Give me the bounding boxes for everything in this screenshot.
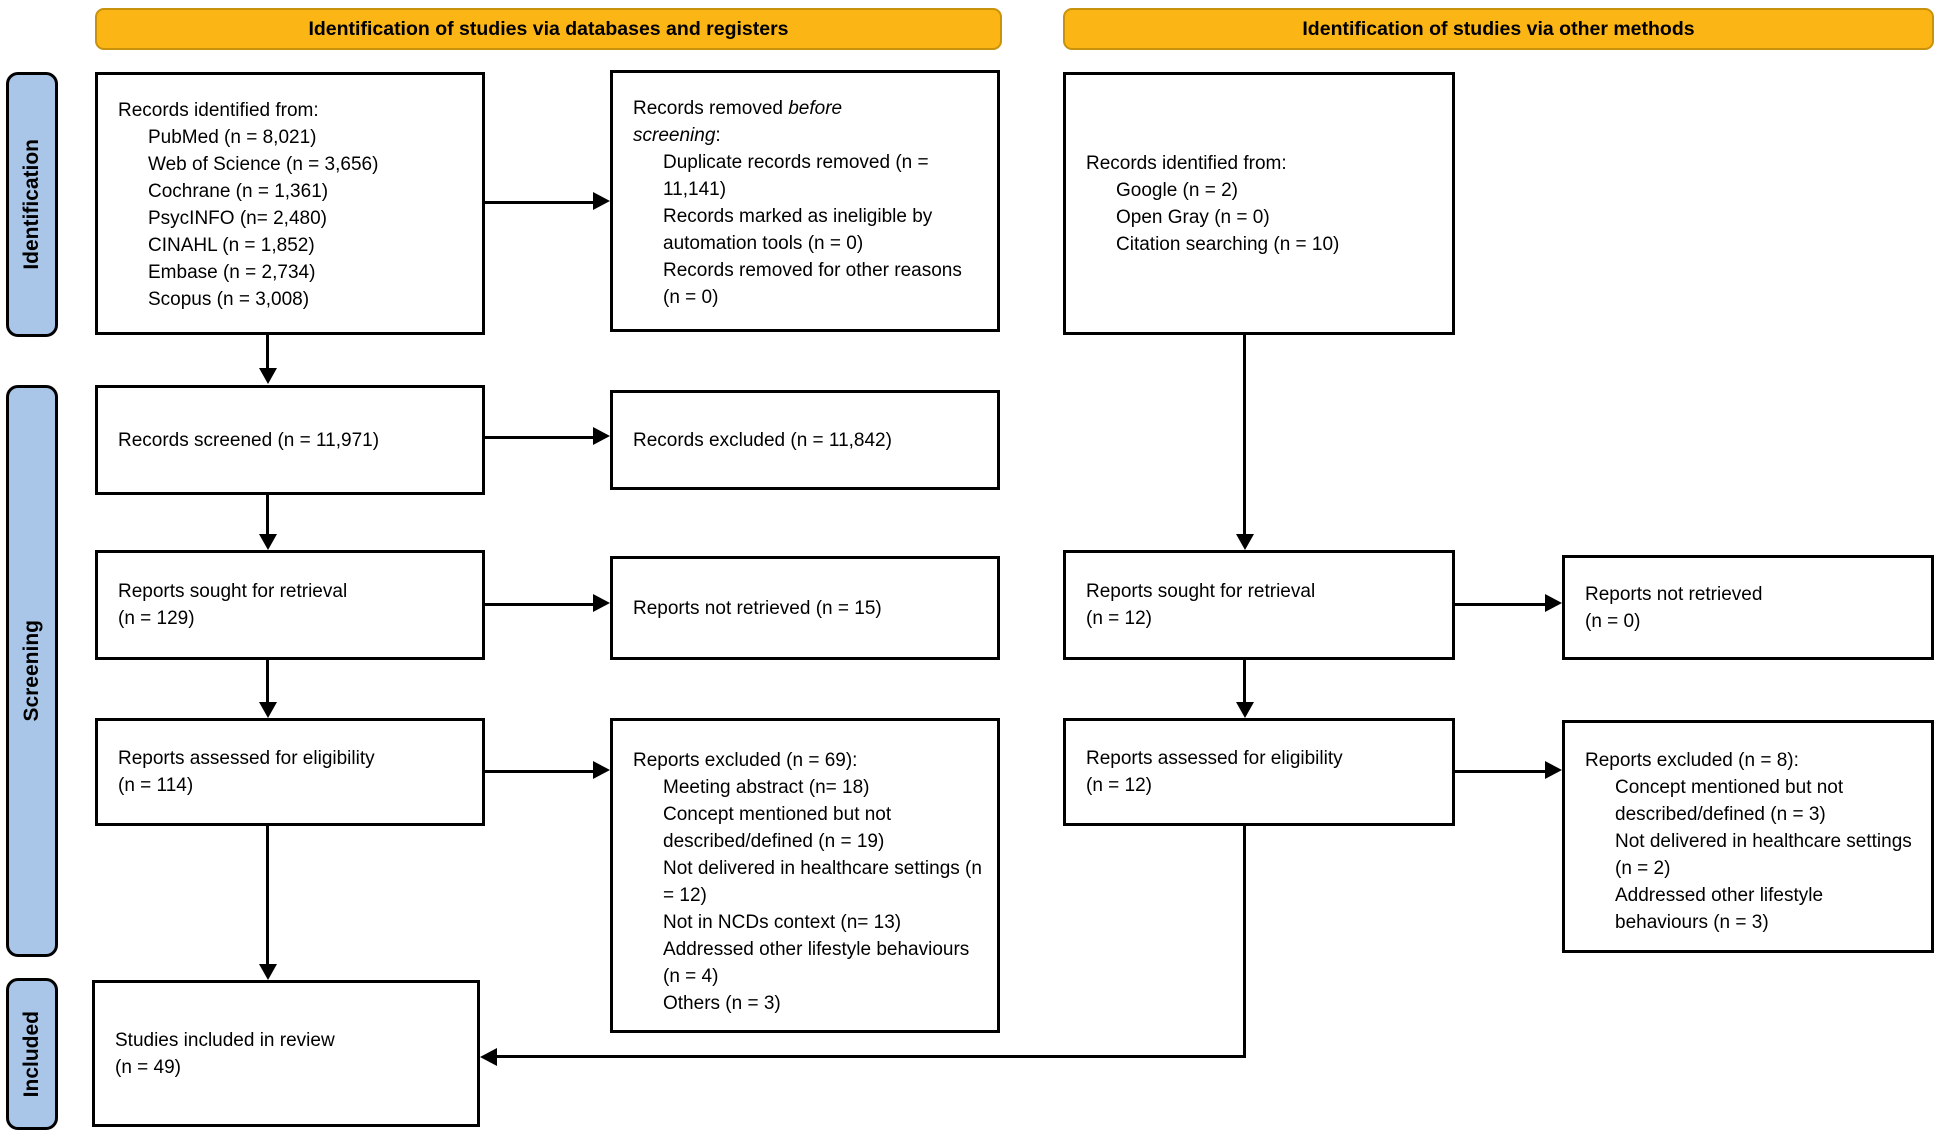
box-reports-not-retrieved-other: Reports not retrieved (n = 0) — [1562, 555, 1934, 660]
box-reports-assessed-databases: Reports assessed for eligibility (n = 11… — [95, 718, 485, 826]
box-text: Reports sought for retrieval — [1086, 581, 1316, 602]
arrow-assessed-to-excluded-line — [485, 770, 594, 773]
arrow-other-identified-to-sought-head — [1236, 534, 1254, 550]
list-item: Open Gray (n = 0) — [1116, 206, 1270, 228]
box-reports-sought-other: Reports sought for retrieval (n = 12) — [1063, 550, 1455, 660]
box-records-screened: Records screened (n = 11,971) — [95, 385, 485, 495]
arrow-other-to-included-hline — [497, 1055, 1246, 1058]
list-item: CINAHL (n = 1,852) — [148, 235, 315, 256]
arrow-identified-to-removed-line — [485, 201, 594, 204]
banner-databases-registers: Identification of studies via databases … — [95, 8, 1002, 50]
box-records-excluded: Records excluded (n = 11,842) — [610, 390, 1000, 490]
arrow-screened-to-excluded-head — [593, 427, 610, 445]
intro-italic: screening — [633, 125, 716, 146]
list-item: Embase (n = 2,734) — [148, 262, 316, 283]
box-intro: Records identified from: — [1086, 152, 1287, 174]
list-item: Web of Science (n = 3,656) — [148, 154, 379, 175]
arrow-other-assessed-to-excluded-head — [1545, 761, 1562, 779]
list-item: Others (n = 3) — [663, 993, 781, 1014]
list-item: Not delivered in healthcare settings (n … — [1615, 831, 1912, 879]
box-reports-excluded-databases: Reports excluded (n = 69): Meeting abstr… — [610, 718, 1000, 1033]
arrow-sought-to-assessed-line — [266, 660, 269, 702]
list-item: Records removed for other reasons (n = 0… — [663, 260, 962, 308]
list-item: Scopus (n = 3,008) — [148, 289, 310, 310]
stage-identification: Identification — [6, 72, 58, 337]
box-text: Reports not retrieved — [1585, 583, 1763, 605]
stage-included-label: Included — [20, 1010, 43, 1098]
stage-screening: Screening — [6, 385, 58, 957]
list-item: Not delivered in healthcare settings (n … — [663, 858, 982, 906]
box-reports-sought-databases: Reports sought for retrieval (n = 129) — [95, 550, 485, 660]
arrow-screened-to-sought-line — [266, 495, 269, 534]
list-item: Cochrane (n = 1,361) — [148, 181, 329, 202]
arrow-identified-to-removed-head — [593, 192, 610, 210]
list-item: Citation searching (n = 10) — [1116, 233, 1340, 255]
box-text: Reports sought for retrieval — [118, 581, 348, 602]
box-records-identified-databases: Records identified from: PubMed (n = 8,0… — [95, 72, 485, 335]
list-item: Not in NCDs context (n= 13) — [663, 912, 902, 933]
arrow-other-sought-to-assessed-line — [1243, 660, 1246, 702]
arrow-identified-to-screened-line — [266, 335, 269, 368]
banner-other-methods: Identification of studies via other meth… — [1063, 8, 1934, 50]
arrow-assessed-to-included-head — [259, 964, 277, 980]
arrow-assessed-to-excluded-head — [593, 761, 610, 779]
box-text: (n = 114) — [118, 775, 194, 796]
arrow-other-sought-to-notretrieved-head — [1545, 594, 1562, 612]
intro-normal: : — [715, 125, 721, 146]
arrow-other-to-included-vline — [1243, 826, 1246, 1058]
box-text: (n = 0) — [1585, 610, 1641, 632]
box-text: Records excluded (n = 11,842) — [633, 429, 892, 451]
arrow-sought-to-assessed-head — [259, 702, 277, 718]
box-text: (n = 12) — [1086, 775, 1153, 796]
box-text: (n = 129) — [118, 608, 195, 629]
box-records-removed-before-screening: Records removed before screening: Duplic… — [610, 70, 1000, 332]
arrow-other-identified-to-sought-line — [1243, 335, 1246, 534]
box-intro: Reports excluded (n = 8): — [1585, 750, 1799, 771]
box-reports-excluded-other: Reports excluded (n = 8): Concept mentio… — [1562, 720, 1934, 953]
arrow-other-sought-to-notretrieved-line — [1455, 603, 1546, 606]
stage-included: Included — [6, 978, 58, 1130]
box-intro: Records removed before — [633, 95, 983, 122]
arrow-screened-to-sought-head — [259, 534, 277, 550]
box-intro: Reports excluded (n = 69): — [633, 750, 858, 771]
arrow-screened-to-excluded-line — [485, 436, 594, 439]
list-item: Addressed other lifestyle behaviours (n … — [1615, 885, 1824, 933]
box-intro-line2: screening: — [633, 122, 983, 149]
stage-identification-label: Identification — [20, 139, 43, 270]
arrow-other-to-included-head — [480, 1048, 497, 1066]
intro-italic: before — [788, 98, 843, 119]
list-item: Meeting abstract (n= 18) — [663, 777, 870, 798]
box-records-identified-other: Records identified from: Google (n = 2) … — [1063, 72, 1455, 335]
stage-screening-label: Screening — [20, 620, 43, 722]
list-item: Google (n = 2) — [1116, 179, 1238, 201]
box-text: Reports not retrieved (n = 15) — [633, 597, 882, 619]
banner-other-methods-label: Identification of studies via other meth… — [1302, 17, 1695, 40]
intro-normal: Records removed — [633, 98, 789, 119]
list-item: PsycINFO (n= 2,480) — [148, 208, 327, 229]
list-item: Concept mentioned but not described/defi… — [663, 804, 892, 852]
box-intro: Records identified from: — [118, 100, 319, 121]
list-item: Addressed other lifestyle behaviours (n … — [663, 939, 970, 987]
list-item: Duplicate records removed (n = 11,141) — [663, 152, 929, 200]
arrow-other-sought-to-assessed-head — [1236, 702, 1254, 718]
box-text: Reports assessed for eligibility — [118, 748, 375, 769]
arrow-sought-to-notretrieved-head — [593, 594, 610, 612]
box-text: (n = 49) — [115, 1056, 182, 1078]
box-text: Reports assessed for eligibility — [1086, 748, 1343, 769]
box-reports-not-retrieved-databases: Reports not retrieved (n = 15) — [610, 556, 1000, 660]
arrow-sought-to-notretrieved-line — [485, 603, 594, 606]
box-text: Studies included in review — [115, 1029, 335, 1051]
arrow-other-assessed-to-excluded-line — [1455, 770, 1546, 773]
box-studies-included: Studies included in review (n = 49) — [92, 980, 480, 1127]
list-item: PubMed (n = 8,021) — [148, 127, 317, 148]
box-text: (n = 12) — [1086, 608, 1153, 629]
box-text: Records screened (n = 11,971) — [118, 429, 380, 451]
arrow-identified-to-screened-head — [259, 368, 277, 384]
list-item: Records marked as ineligible by automati… — [663, 206, 933, 254]
arrow-assessed-to-included-line — [266, 826, 269, 964]
list-item: Concept mentioned but not described/defi… — [1615, 777, 1844, 825]
box-reports-assessed-other: Reports assessed for eligibility (n = 12… — [1063, 718, 1455, 826]
banner-databases-label: Identification of studies via databases … — [308, 17, 789, 40]
